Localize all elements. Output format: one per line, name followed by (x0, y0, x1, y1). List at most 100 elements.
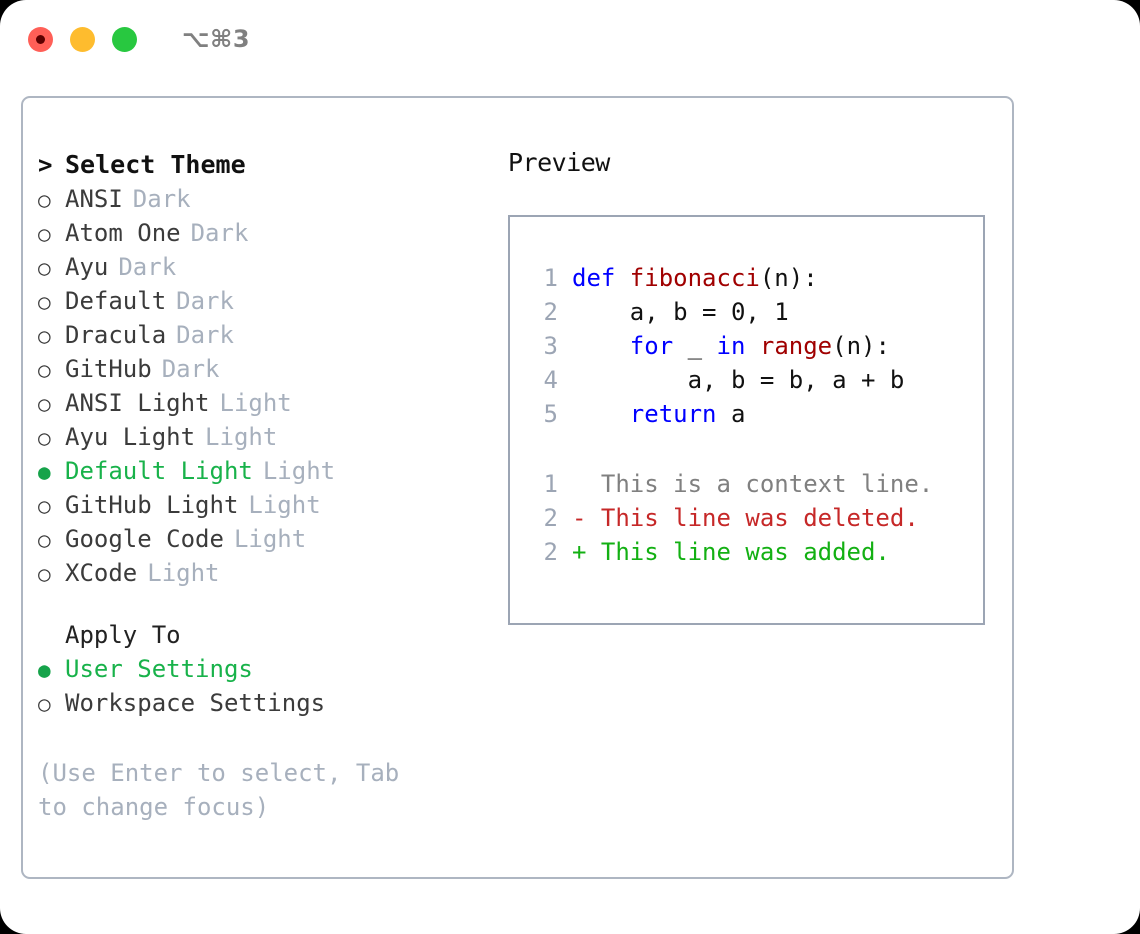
theme-list-item[interactable]: ○ ANSI Dark (38, 182, 493, 216)
line-number: 1 (543, 264, 558, 292)
theme-list-header: > Select Theme (38, 148, 493, 182)
code-line: 5 return a (528, 397, 983, 431)
radio-unselected-icon[interactable]: ○ (38, 494, 51, 518)
theme-list-item[interactable]: ○ XCode Light (38, 556, 493, 590)
code-token: range (759, 332, 833, 360)
diff-text: + This line was added. (572, 538, 890, 566)
preview-gap (528, 431, 983, 467)
radio-selected-icon[interactable]: ● (38, 658, 51, 682)
traffic-lights (28, 26, 137, 52)
code-line: 4 a, b = b, a + b (528, 363, 983, 397)
line-number: 2 (543, 298, 558, 326)
theme-list-item[interactable]: ○ ANSI Light Light (38, 386, 493, 420)
title-bar: ⌥⌘3 (0, 0, 1140, 78)
radio-unselected-icon[interactable]: ○ (38, 426, 51, 450)
diff-line: 1 This is a context line. (528, 467, 983, 501)
code-token: for (629, 332, 674, 360)
code-token: fibonacci (629, 264, 760, 292)
theme-name: ANSI (65, 185, 123, 213)
theme-list-item[interactable]: ○ GitHub Dark (38, 352, 493, 386)
radio-unselected-icon[interactable]: ○ (38, 692, 51, 716)
code-token: a, b = b, a + b (572, 366, 905, 394)
theme-name: XCode (65, 559, 138, 587)
theme-variant-tag: Dark (161, 355, 220, 383)
line-number: 5 (543, 400, 558, 428)
theme-variant-tag: Dark (176, 321, 234, 349)
code-token: (n): (832, 332, 890, 360)
theme-name: Ayu (65, 253, 109, 281)
radio-unselected-icon[interactable]: ○ (38, 392, 51, 416)
theme-name: GitHub Light (65, 491, 239, 519)
diff-line: 2+ This line was added. (528, 535, 983, 569)
code-token: a (716, 400, 746, 428)
zoom-button[interactable] (112, 26, 137, 52)
radio-unselected-icon[interactable]: ○ (38, 290, 51, 314)
theme-name: GitHub (65, 355, 152, 383)
theme-name: Default Light (65, 457, 253, 485)
theme-list-item[interactable]: ○ Dracula Dark (38, 318, 493, 352)
theme-variant-tag: Light (205, 423, 278, 451)
code-token (572, 329, 630, 363)
minimize-button[interactable] (70, 26, 95, 52)
radio-unselected-icon[interactable]: ○ (38, 256, 51, 280)
theme-variant-tag: Light (147, 559, 220, 587)
theme-variant-tag: Dark (132, 185, 191, 213)
theme-list-item[interactable]: ○ Ayu Light Light (38, 420, 493, 454)
prompt-caret-icon: > (38, 151, 53, 179)
line-number: 3 (543, 332, 558, 360)
apply-to-label: Workspace Settings (65, 689, 326, 717)
radio-unselected-icon[interactable]: ○ (38, 324, 51, 348)
theme-variant-tag: Light (233, 525, 307, 553)
page-title: Select Theme (65, 150, 246, 179)
code-token (745, 329, 759, 363)
keyboard-hint: (Use Enter to select, Tab to change focu… (38, 759, 400, 821)
record-indicator-icon (36, 34, 45, 44)
apply-to-item[interactable]: ○ Workspace Settings (38, 686, 493, 720)
theme-name: ANSI Light (65, 389, 210, 417)
code-token: a, b = 0, 1 (572, 298, 789, 326)
theme-variant-tag: Dark (176, 287, 234, 315)
code-line: 2 a, b = 0, 1 (528, 295, 983, 329)
apply-to-header: Apply To (38, 618, 493, 652)
theme-name: Ayu Light (65, 423, 196, 451)
diff-line: 2- This line was deleted. (528, 501, 983, 535)
code-token (572, 397, 630, 431)
code-token: (n): (759, 264, 818, 292)
diff-preview: 1 This is a context line.2- This line wa… (528, 467, 983, 569)
line-number: 4 (543, 366, 558, 394)
keyboard-shortcut-label: ⌥⌘3 (182, 25, 251, 53)
close-button[interactable] (28, 26, 53, 52)
diff-text: This is a context line. (572, 470, 934, 498)
list-gap (38, 590, 493, 618)
theme-name: Default (65, 287, 167, 315)
radio-unselected-icon[interactable]: ○ (38, 528, 51, 552)
radio-unselected-icon[interactable]: ○ (38, 562, 51, 586)
code-token: def (572, 264, 630, 292)
apply-to-list: ● User Settings ○ Workspace Settings (38, 652, 493, 720)
apply-to-item[interactable]: ● User Settings (38, 652, 493, 686)
theme-list-item[interactable]: ○ Default Dark (38, 284, 493, 318)
radio-unselected-icon[interactable]: ○ (38, 358, 51, 382)
theme-variant-tag: Dark (118, 253, 177, 281)
code-token: return (629, 400, 717, 428)
code-token: in (716, 332, 746, 360)
diff-text: - This line was deleted. (572, 504, 919, 532)
theme-list-item[interactable]: ○ Ayu Dark (38, 250, 493, 284)
theme-name: Dracula (65, 321, 167, 349)
apply-to-label: User Settings (65, 655, 253, 683)
radio-selected-icon[interactable]: ● (38, 460, 51, 484)
radio-unselected-icon[interactable]: ○ (38, 222, 51, 246)
radio-unselected-icon[interactable]: ○ (38, 188, 51, 212)
theme-variant-tag: Light (219, 389, 292, 417)
code-line: 3 for _ in range(n): (528, 329, 983, 363)
